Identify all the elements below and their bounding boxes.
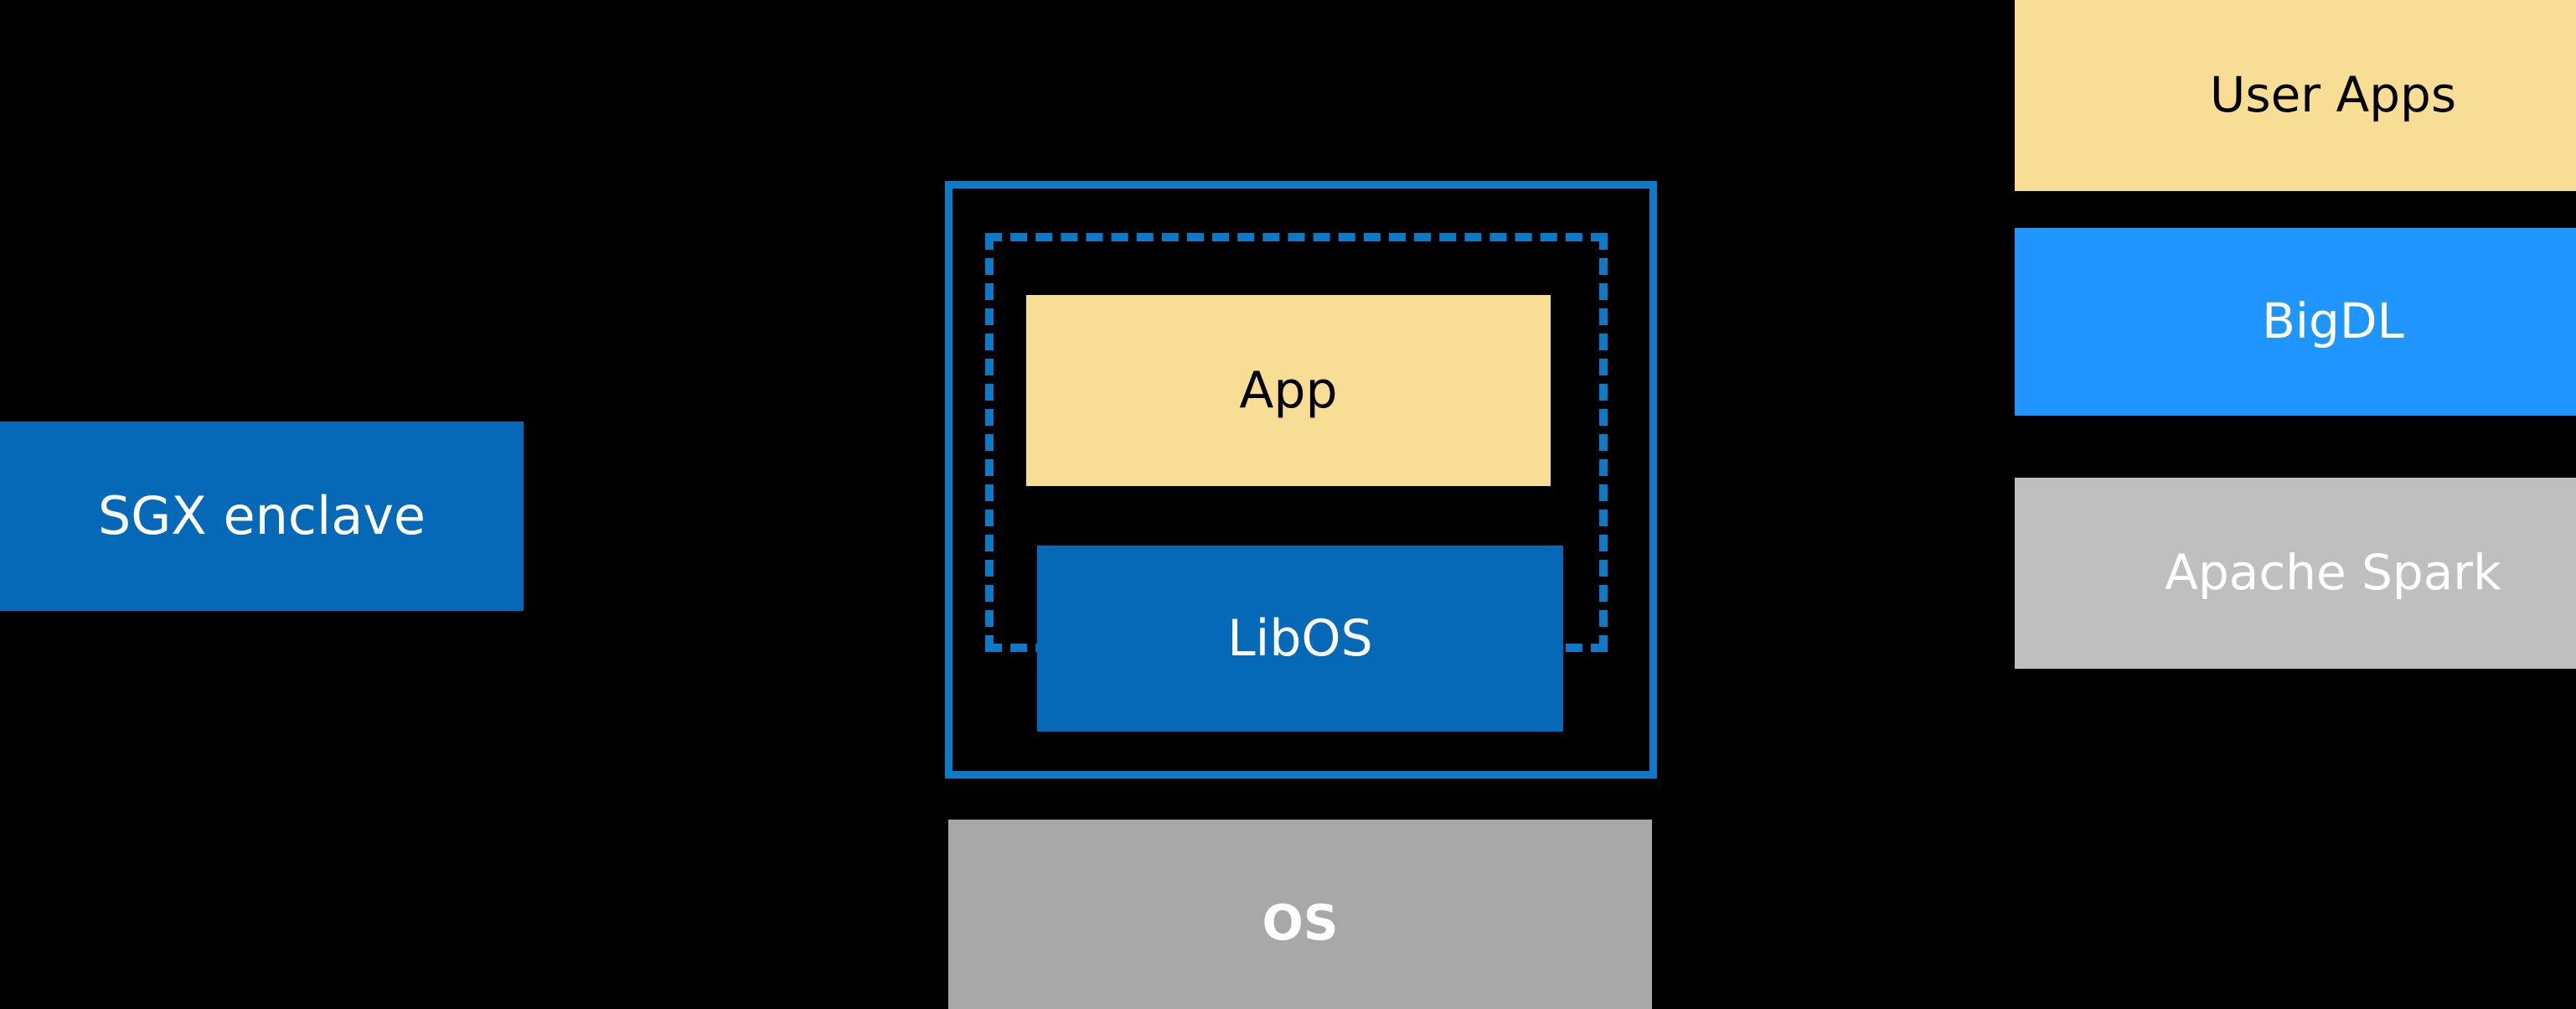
sgx-enclave-box: SGX enclave — [0, 422, 524, 611]
user-apps-label: User Apps — [2209, 66, 2457, 124]
os-label: OS — [1262, 894, 1339, 952]
apache-spark-box: Apache Spark — [2015, 478, 2576, 669]
libos-box: LibOS — [1037, 546, 1563, 732]
connector-sgx-to-enclave — [524, 509, 948, 524]
bigdl-box: BigDL — [2015, 228, 2576, 416]
app-label: App — [1239, 361, 1338, 420]
bigdl-label: BigDL — [2262, 292, 2404, 350]
sgx-enclave-label: SGX enclave — [97, 484, 426, 546]
libos-label: LibOS — [1227, 609, 1373, 668]
enclave-outer-boundary — [945, 181, 1657, 779]
user-apps-box: User Apps — [2015, 0, 2576, 191]
app-box: App — [1026, 295, 1551, 486]
os-box: OS — [948, 820, 1652, 1009]
apache-spark-label: Apache Spark — [2165, 544, 2501, 602]
